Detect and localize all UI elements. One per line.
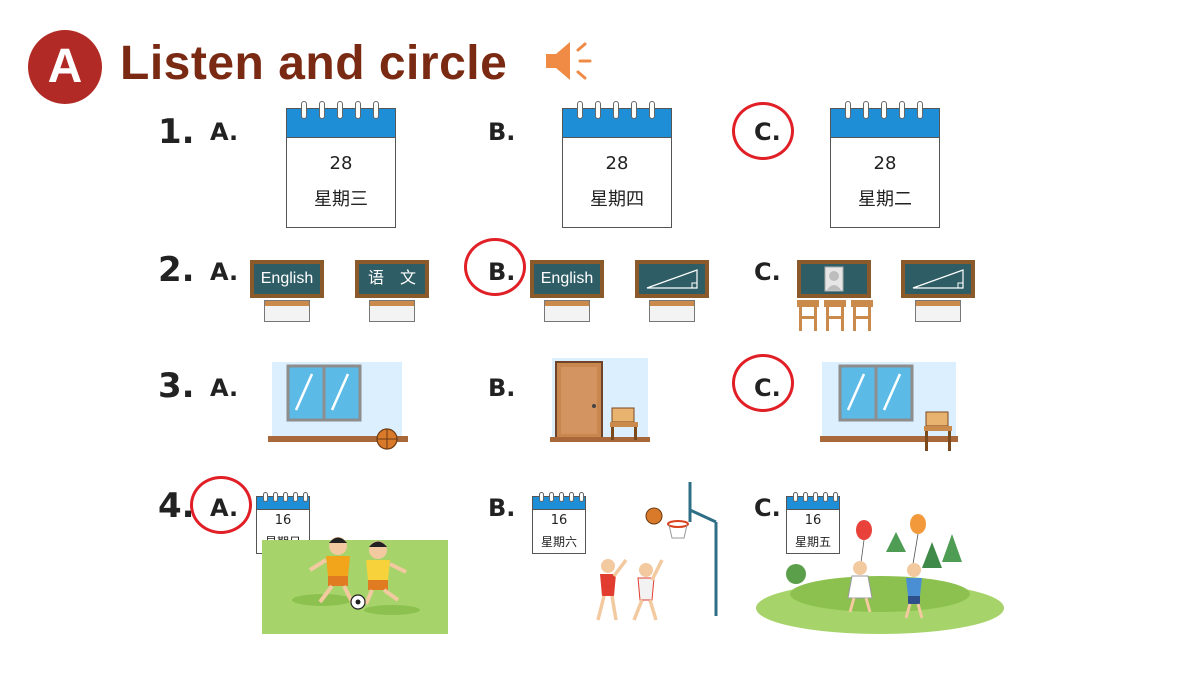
room-door-chair (550, 358, 650, 444)
calendar-weekday: 星期三 (314, 189, 368, 210)
answer-circle (732, 102, 794, 160)
page-title: Listen and circle (120, 37, 508, 90)
teacher-desk (649, 300, 695, 322)
triangle-blackboard (635, 260, 709, 298)
blackboard: English (530, 260, 604, 298)
blackboard: 语 文 (355, 260, 429, 298)
question-number: 3. (158, 366, 195, 406)
student-desks (797, 298, 875, 332)
calendar: 16 星期六 (532, 492, 586, 554)
calendar-date: 16 (274, 513, 292, 528)
blackboard: English (250, 260, 324, 298)
option-label[interactable]: A. (210, 374, 239, 402)
answer-circle (190, 476, 252, 534)
calendar-weekday: 星期四 (590, 189, 644, 210)
calendar: 28 星期四 (562, 101, 672, 228)
teacher-desk (544, 300, 590, 322)
calendar-weekday: 星期二 (858, 189, 912, 210)
speaker-icon[interactable] (540, 36, 600, 86)
basketball-scene (586, 480, 726, 632)
calendar-date: 16 (804, 513, 822, 528)
option-label[interactable]: C. (754, 494, 781, 522)
option-label[interactable]: A. (210, 258, 239, 286)
calendar-date: 16 (550, 513, 568, 528)
section-badge: A (28, 30, 102, 104)
calendar-date: 28 (329, 153, 353, 174)
triangle-blackboard (901, 260, 975, 298)
room-window-chair (820, 362, 958, 454)
option-label[interactable]: B. (488, 494, 516, 522)
option-label[interactable]: A. (210, 118, 239, 146)
football-scene (262, 530, 448, 634)
option-label[interactable]: B. (488, 374, 516, 402)
calendar: 28 星期二 (830, 101, 940, 228)
teacher-desk (264, 300, 310, 322)
park-balloon-scene (756, 512, 1004, 634)
portrait-blackboard (797, 260, 871, 298)
option-label[interactable]: B. (488, 118, 516, 146)
question-number: 4. (158, 486, 195, 526)
calendar-date: 28 (873, 153, 897, 174)
calendar-date: 28 (605, 153, 629, 174)
calendar-weekday: 星期六 (540, 535, 577, 549)
room-window-ball (268, 362, 408, 450)
calendar-weekday: 星期五 (794, 535, 831, 549)
calendar: 16 星期五 (786, 492, 840, 554)
question-number: 2. (158, 250, 195, 290)
answer-circle (732, 354, 794, 412)
question-number: 1. (158, 112, 195, 152)
teacher-desk (369, 300, 415, 322)
answer-circle (464, 238, 526, 296)
calendar: 28 星期三 (286, 101, 396, 228)
teacher-desk (915, 300, 961, 322)
option-label[interactable]: C. (754, 258, 781, 286)
